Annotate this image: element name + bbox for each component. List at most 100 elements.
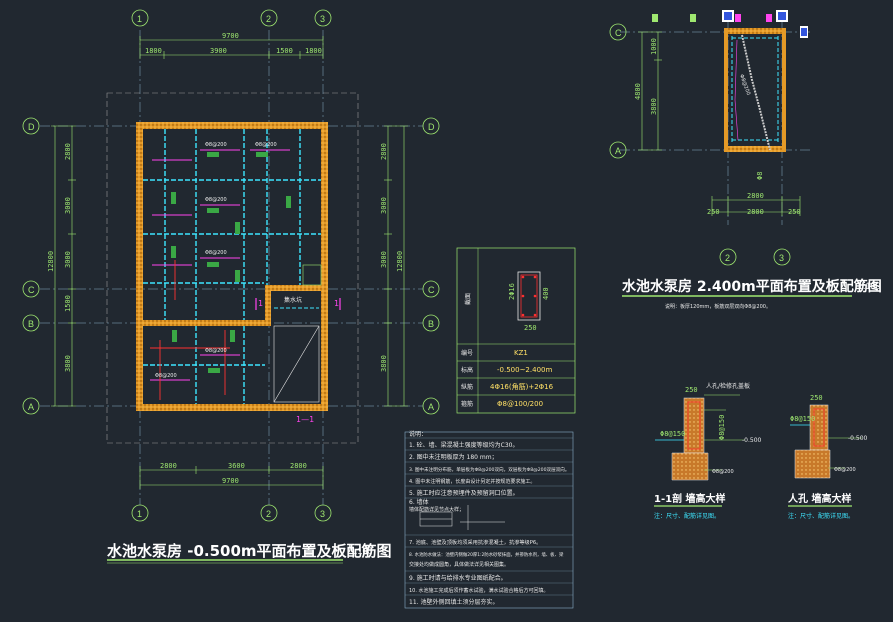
detail1: 250 Φ8@150 Φ8@150 Φ8@200 <box>655 386 745 481</box>
detail2: 250 Φ8@150 Φ8@200 <box>790 394 862 479</box>
plan1-dim-bottom-b: 3600 <box>228 462 245 470</box>
svg-text:Φ8@200: Φ8@200 <box>712 469 734 475</box>
plan1-pit <box>273 264 322 403</box>
svg-text:A: A <box>28 402 34 412</box>
plan1-walls <box>136 122 328 411</box>
plan1-section-mark-left: 1 <box>258 299 263 308</box>
plan1-dim-right-b: 3000 <box>380 197 388 214</box>
plan1-dim-bottom-a: 2800 <box>160 462 177 470</box>
plan1-dim-total-top: 9700 <box>222 32 239 40</box>
plan1-dim-right-c: 3000 <box>380 251 388 268</box>
svg-text:Φ8@200: Φ8@200 <box>205 250 227 256</box>
column-table-row-label: 纵筋 <box>461 383 473 391</box>
svg-text:250: 250 <box>524 324 537 332</box>
column-table-row-label: 编号 <box>461 349 473 357</box>
svg-text:Φ8@200: Φ8@200 <box>205 348 227 354</box>
plan2-axis-c: C <box>615 28 622 38</box>
notes-item: 5. 施工时应注意预埋件及预留洞口位置。 <box>409 489 519 497</box>
svg-text:C: C <box>28 285 35 295</box>
plan1-dim-total-bottom: 9700 <box>222 477 239 485</box>
svg-text:250: 250 <box>810 394 823 402</box>
column-table-row-value: Φ8@100/200 <box>497 400 543 408</box>
plan1-title: 水池水泵房 -0.500m平面布置及板配筋图 <box>107 542 392 560</box>
detail1-title: 1-1剖 墙高大样 <box>654 492 726 505</box>
plan1-section-mark-right: 1 <box>334 299 339 308</box>
notes-item: 10. 水池施工完成后须作蓄水试验，满水试验合格后方可回填。 <box>409 587 549 594</box>
svg-text:2: 2 <box>266 14 271 24</box>
svg-text:Φ8@200: Φ8@200 <box>205 197 227 203</box>
svg-text:250: 250 <box>685 386 698 394</box>
svg-text:3: 3 <box>320 509 325 519</box>
plan2-axis-a: A <box>615 146 621 156</box>
column-table-row-label: 标高 <box>461 366 473 374</box>
svg-text:1: 1 <box>137 509 142 519</box>
svg-text:2Φ16: 2Φ16 <box>508 283 516 300</box>
svg-text:Φ8: Φ8 <box>756 172 764 180</box>
detail2-title: 人孔 墙高大样 <box>788 492 851 505</box>
plan1-grid-horizontal <box>40 125 423 407</box>
plan1-bottom-mark: 1—1 <box>296 415 314 424</box>
svg-text:1000: 1000 <box>650 38 658 55</box>
plan1-axis-top: 1 2 3 <box>131 9 332 27</box>
detail2-level: -0.500 <box>848 435 868 442</box>
plan1-dim-right <box>384 125 408 407</box>
plan1-dim-top <box>139 36 324 59</box>
svg-text:2: 2 <box>266 509 271 519</box>
column-table-row-value: KZ1 <box>514 349 528 357</box>
column-table-row-label: 箍筋 <box>461 400 473 408</box>
svg-text:Φ8@200: Φ8@200 <box>738 74 751 96</box>
plan1-dim-left-e: 3800 <box>64 355 72 372</box>
svg-text:D: D <box>428 122 435 132</box>
plan1-dim-top-d: 1800 <box>305 47 322 55</box>
detail1-label-a: 人孔/检修孔盖板 <box>706 382 750 390</box>
plan1-scale: 1:100 <box>350 546 373 556</box>
plan2-title: 水池水泵房 2.400m平面布置及板配筋图 <box>622 278 882 295</box>
plan1-boundary <box>106 92 359 444</box>
plan1-axis-bottom: 1 2 3 <box>131 504 332 522</box>
notes-item: 1. 砼、墙、梁混凝土强度等级均为C30。 <box>409 441 518 449</box>
svg-text:Φ8@200: Φ8@200 <box>155 373 177 379</box>
plan1-dim-left-a: 2800 <box>64 143 72 160</box>
plan1-dim-bottom-c: 2800 <box>290 462 307 470</box>
notes-item: 墙体配筋详见节点大样； <box>409 506 464 513</box>
plan1-grid-vertical <box>139 30 324 505</box>
plan1-dim-top-b: 3900 <box>210 47 227 55</box>
notes-item: 4. 图中未注明钢筋，长度由设计另定并按规范要求施工。 <box>409 478 535 485</box>
plan1: 9700 1800 3900 1500 1800 2800 3600 2800 … <box>22 9 440 564</box>
svg-text:400: 400 <box>542 287 550 300</box>
column-table: 250 400 2Φ16 <box>456 247 576 414</box>
plan1-rebar-lines <box>143 129 321 404</box>
notes-item: 3. 图中未注明分布筋，单层板为Φ8@200双向，双层板为Φ8@200双层双向。 <box>409 466 570 473</box>
svg-text:Φ8@200: Φ8@200 <box>255 142 277 148</box>
plan1-dim-left-total: 12800 <box>47 251 55 272</box>
svg-text:Φ8@150: Φ8@150 <box>790 415 815 423</box>
svg-text:1: 1 <box>137 14 142 24</box>
plan2-scale: 1:100 <box>858 281 881 291</box>
plan1-dim-left-c: 3000 <box>64 251 72 268</box>
plan1-dim-top-a: 1800 <box>145 47 162 55</box>
svg-text:2800: 2800 <box>747 208 764 216</box>
svg-text:C: C <box>428 285 435 295</box>
column-table-row-value: -0.500~2.400m <box>497 366 552 374</box>
plan1-rebar-red <box>150 260 230 400</box>
plan1-dim-left <box>51 125 76 407</box>
notes-item: 7. 池底、池壁及顶板均须采用抗渗混凝土，抗渗等级P6。 <box>409 538 541 546</box>
svg-text:Φ8@150: Φ8@150 <box>718 415 726 440</box>
notes-item: 9. 施工时请与给排水专业图纸配合。 <box>409 574 507 582</box>
svg-text:4800: 4800 <box>634 83 642 100</box>
detail1-level: -0.500 <box>742 437 762 444</box>
plan2-axis-3: 3 <box>779 253 784 263</box>
column-table-section-label: 截面 <box>464 293 472 305</box>
plan1-dim-right-e: 3800 <box>380 355 388 372</box>
plan1-pit-label: 集水坑 <box>284 296 302 304</box>
notes-item: 交接处均做成圆角，具体做法详见相关图集。 <box>409 561 509 568</box>
svg-text:250: 250 <box>707 208 720 216</box>
plan2-axis-2: 2 <box>725 253 730 263</box>
plan1-value-tags <box>171 152 291 373</box>
notes-item: 8. 水池防水做法：池壁内侧做20厚1:2防水砂浆抹面，并掺防水剂，墙、板、梁 <box>409 551 564 558</box>
plan1-dim-right-total: 12800 <box>396 251 404 272</box>
plan1-dim-top-c: 1500 <box>276 47 293 55</box>
svg-text:Φ8@200: Φ8@200 <box>205 142 227 148</box>
column-table-row-value: 4Φ16(角筋)+2Φ16 <box>490 382 554 391</box>
plan1-dim-left-b: 3000 <box>64 197 72 214</box>
